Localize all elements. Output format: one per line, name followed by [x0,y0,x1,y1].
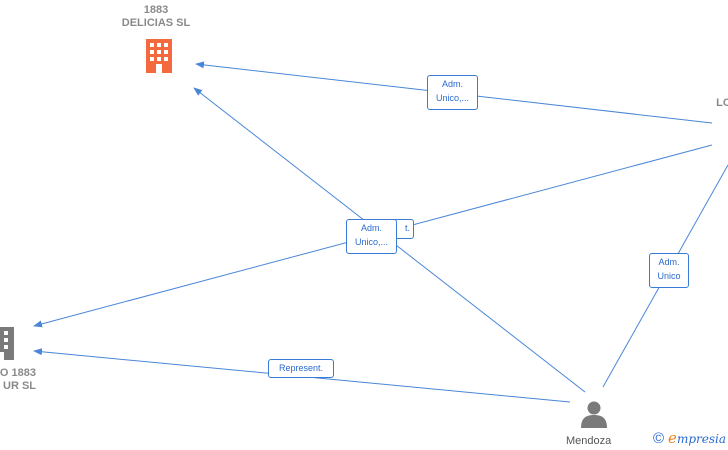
edge-label-line2: Unico [657,271,681,281]
company-label-line1: O 1883 [0,367,36,379]
building-icon [0,327,14,360]
edge-label-right[interactable]: Adm. Unico [649,253,689,288]
edge-label-line1: Adm. [441,79,463,89]
edge-label-line2: Unico,... [354,237,388,247]
company-label-line1: 1883 [143,4,169,16]
brand-initial: e [668,429,677,447]
company-label-right: S LOG [700,84,728,110]
company-label-line2: DELICIAS SL [121,17,191,29]
company-label-left: O 1883 UR SL [0,367,36,393]
building-icon [146,39,172,73]
company-label-line1: S [700,84,728,97]
edge-label-text: Represent. [278,363,324,373]
edge-label-center[interactable]: Adm. Unico,... [346,219,397,254]
edge-label-top[interactable]: Adm. Unico,... [427,75,478,110]
person-label: Mendoza [566,435,612,447]
brand-logo[interactable]: ©empresia [653,429,726,447]
edge-label-line1: Adm. [360,223,382,233]
company-label-line2: UR SL [3,380,36,392]
copyright-symbol: © [652,430,665,447]
person-icon [581,401,607,428]
company-label-line2: LOG [716,97,728,109]
edge-label-text: t. [404,223,410,233]
edge-label-line1: Adm. [658,257,680,267]
edge-label-line2: Unico,... [435,93,469,103]
company-label-delicias: 1883 DELICIAS SL [108,4,204,30]
brand-name: mpresia [676,432,726,446]
edge-label-bottom[interactable]: Represent. [268,359,334,378]
